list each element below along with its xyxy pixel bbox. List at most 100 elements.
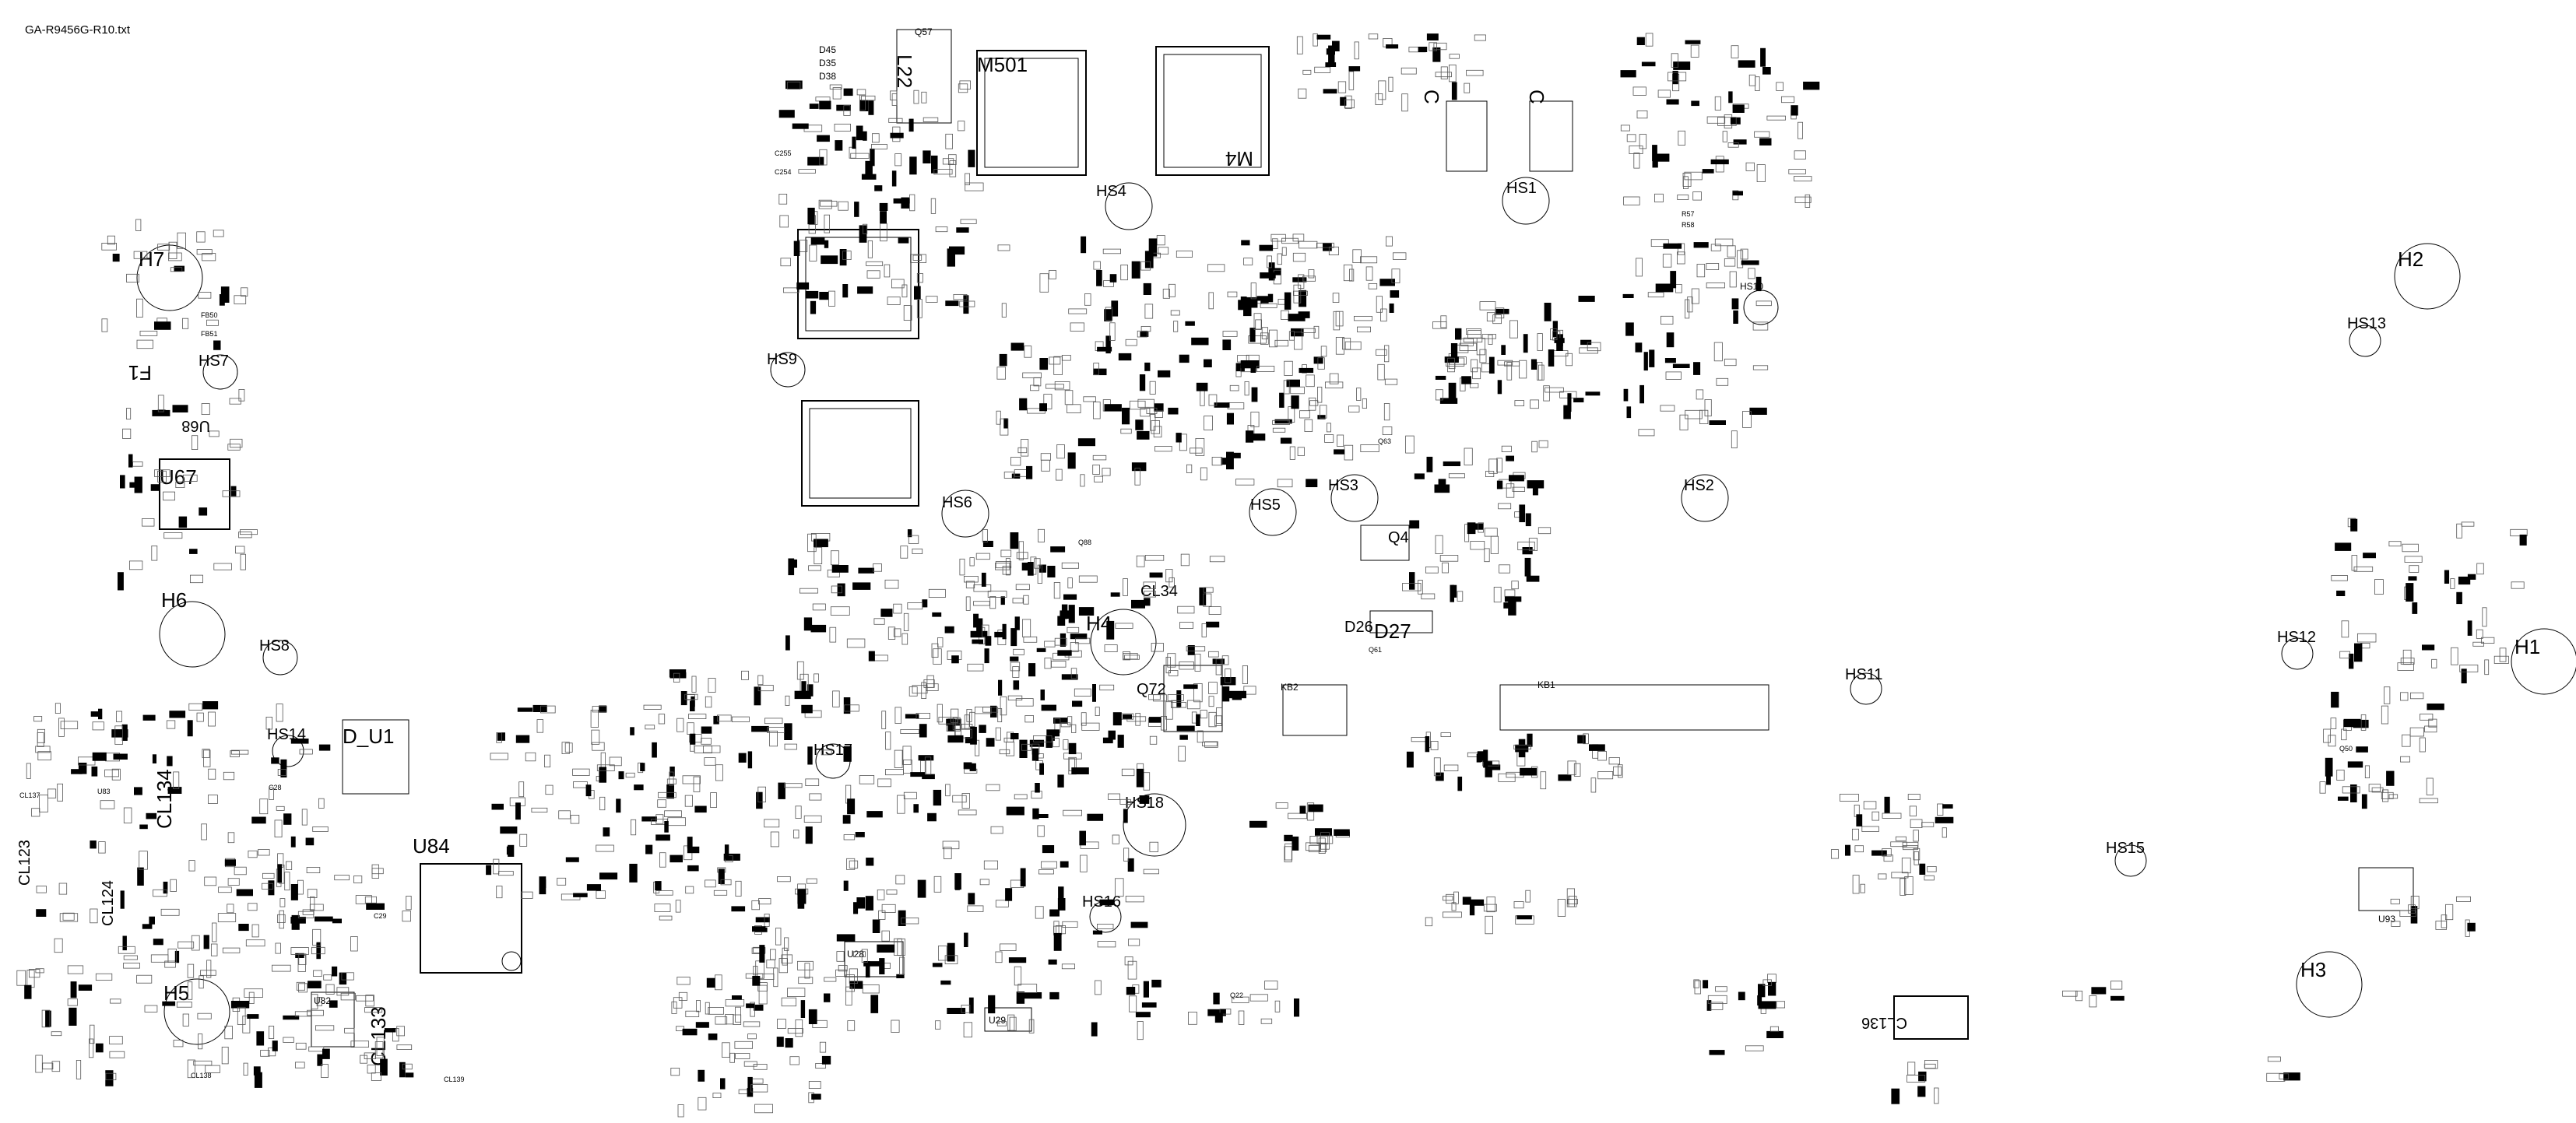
- component-footprint: [1706, 116, 1726, 124]
- component-footprint: [58, 718, 65, 737]
- chip-block-left-upper[interactable]: [797, 229, 919, 339]
- component-footprint: [680, 691, 687, 706]
- chip-label: L22: [893, 54, 916, 88]
- component-footprint: [923, 117, 939, 122]
- component-footprint: [1597, 771, 1614, 780]
- component-footprint: [784, 937, 789, 951]
- component-footprint: [188, 860, 195, 872]
- chip-block-left-lower[interactable]: [801, 400, 919, 507]
- component-footprint: [1907, 1075, 1926, 1083]
- chip-U82[interactable]: U82: [311, 991, 355, 1048]
- component-footprint: [1080, 855, 1088, 872]
- component-footprint: [1260, 1018, 1273, 1024]
- component-footprint: [297, 879, 304, 895]
- component-footprint: [1035, 783, 1040, 793]
- component-footprint: [1228, 690, 1246, 699]
- svg-text:HS9: HS9: [767, 351, 797, 368]
- component-footprint: [2331, 575, 2348, 581]
- component-footprint: [1033, 377, 1042, 387]
- cpu-block-right[interactable]: C C: [1420, 89, 1573, 172]
- chip-D27[interactable]: D27: [1369, 610, 1433, 643]
- component-footprint: [905, 714, 919, 719]
- component-footprint: [1049, 909, 1060, 917]
- chip-D_U1[interactable]: D_U1: [342, 719, 409, 795]
- chip-CL136[interactable]: CL136: [1861, 995, 1969, 1040]
- component-footprint: [2400, 756, 2411, 763]
- component-footprint: [2279, 1073, 2290, 1080]
- component-footprint: [294, 1011, 311, 1017]
- component-footprint: [1229, 384, 1239, 391]
- component-footprint: [1433, 757, 1441, 777]
- component-footprint: [975, 739, 980, 756]
- component-footprint: [125, 408, 132, 419]
- component-footprint: [814, 673, 819, 683]
- component-footprint: [37, 751, 51, 761]
- component-footprint: [1006, 806, 1024, 816]
- component-footprint: [1438, 479, 1446, 488]
- component-footprint: [782, 947, 788, 966]
- chip-Q4[interactable]: Q4: [1360, 525, 1410, 561]
- component-footprint: [1158, 370, 1171, 377]
- component-footprint: [1075, 637, 1091, 644]
- chip-M4[interactable]: M4: [1155, 46, 1270, 176]
- chip-D26[interactable]: D26: [1344, 619, 1373, 636]
- chip-U84[interactable]: U84: [413, 834, 522, 974]
- component-footprint: [142, 518, 155, 527]
- svg-text:Q22: Q22: [1230, 991, 1243, 999]
- component-footprint: [998, 679, 1003, 696]
- component-footprint: [167, 787, 182, 794]
- chip-M501[interactable]: M501: [976, 50, 1087, 176]
- component-footprint: [871, 144, 887, 149]
- component-footprint: [1471, 359, 1478, 373]
- chip-KB1[interactable]: KB1: [1499, 679, 1769, 731]
- component-footprint: [1927, 866, 1937, 872]
- component-footprint: [532, 704, 547, 712]
- component-footprint: [1519, 504, 1526, 522]
- component-footprint: [2450, 578, 2455, 589]
- component-footprint: [1158, 247, 1169, 254]
- component-footprint: [1144, 251, 1154, 268]
- component-footprint: [1220, 677, 1236, 686]
- component-footprint: [743, 1061, 757, 1067]
- component-footprint: [2404, 556, 2423, 563]
- component-footprint: [561, 742, 570, 755]
- component-footprint: [910, 772, 926, 777]
- component-footprint: [645, 844, 653, 855]
- component-footprint: [238, 532, 252, 539]
- component-footprint: [1498, 503, 1512, 510]
- component-footprint: [1292, 277, 1307, 283]
- component-footprint: [519, 833, 528, 847]
- chip-U68[interactable]: U68: [181, 417, 210, 434]
- component-footprint: [1221, 458, 1232, 465]
- component-footprint: [1470, 523, 1484, 530]
- component-footprint: [1187, 645, 1195, 655]
- component-footprint: [944, 626, 954, 633]
- chip-U93[interactable]: U93: [2358, 867, 2414, 925]
- component-footprint: [1023, 636, 1038, 643]
- component-footprint: [1732, 191, 1743, 196]
- component-footprint: [1120, 428, 1132, 434]
- component-footprint: [570, 815, 580, 824]
- chip-label: M4: [1225, 147, 1253, 170]
- chip-CL34[interactable]: CL34: [1140, 583, 1178, 600]
- component-footprint: [1115, 878, 1124, 897]
- component-footprint: [701, 726, 712, 734]
- component-footprint: [1060, 861, 1069, 868]
- component-footprint: [1409, 572, 1415, 590]
- component-footprint: [1002, 623, 1007, 640]
- chip-CL134[interactable]: CL134: [153, 769, 176, 829]
- chip-Q72[interactable]: Q72: [1137, 665, 1223, 732]
- chip-F1[interactable]: F1: [128, 361, 152, 384]
- component-footprint: [1830, 849, 1839, 859]
- component-footprint: [573, 893, 588, 897]
- component-footprint: [655, 881, 662, 891]
- component-footprint: [1636, 110, 1648, 119]
- component-footprint: [1298, 88, 1307, 99]
- chip-U67[interactable]: U67: [159, 458, 230, 530]
- component-footprint: [1462, 897, 1471, 905]
- chip-L22[interactable]: L22: [893, 29, 952, 124]
- component-footprint: [866, 261, 884, 266]
- component-footprint: [1498, 773, 1516, 782]
- component-footprint: [1691, 288, 1699, 304]
- chip-KB2[interactable]: KB2: [1281, 682, 1348, 736]
